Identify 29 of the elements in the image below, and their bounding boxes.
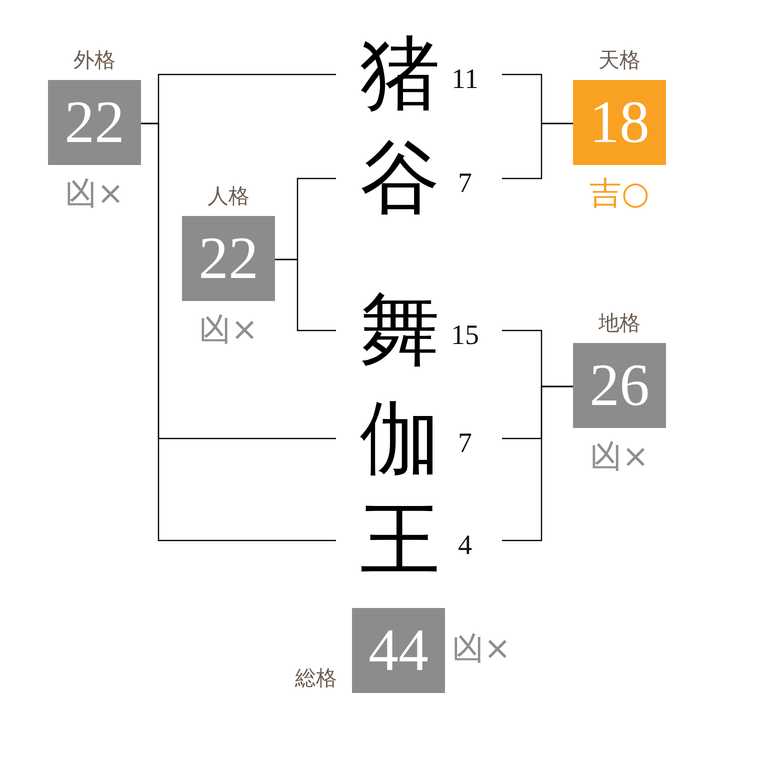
category-heading: 地格 [598,310,640,336]
score-tile: 44 [352,608,445,693]
score-tile: 22 [48,80,141,165]
kanji-character: 谷 [360,133,440,223]
kanji-character: 猪 [360,29,440,119]
fortune-verdict: 凶× [199,309,258,349]
stroke-count: 4 [457,531,473,561]
stroke-count: 7 [457,429,473,459]
fortune-verdict: 凶× [590,436,649,476]
score-tile: 22 [182,216,275,301]
fortune-verdict: 吉○ [590,173,650,213]
category-heading: 天格 [598,47,640,73]
category-heading: 人格 [208,183,250,209]
category-heading: 総格 [295,665,337,691]
bracket-line [502,122,573,180]
category-heading: 外格 [74,47,116,73]
stroke-count: 7 [457,169,473,199]
kanji-character: 王 [360,495,440,585]
score-tile: 18 [573,80,666,165]
bracket-line [141,122,336,542]
stroke-count: 15 [450,321,480,351]
bracket-line [275,258,336,332]
kanji-character: 伽 [360,393,440,483]
kanji-character: 舞 [360,285,440,375]
fortune-verdict: 凶× [452,628,511,668]
fortune-verdict: 凶× [65,173,124,213]
stroke-count: 11 [450,65,480,95]
score-tile: 26 [573,343,666,428]
bracket-line [502,386,573,542]
